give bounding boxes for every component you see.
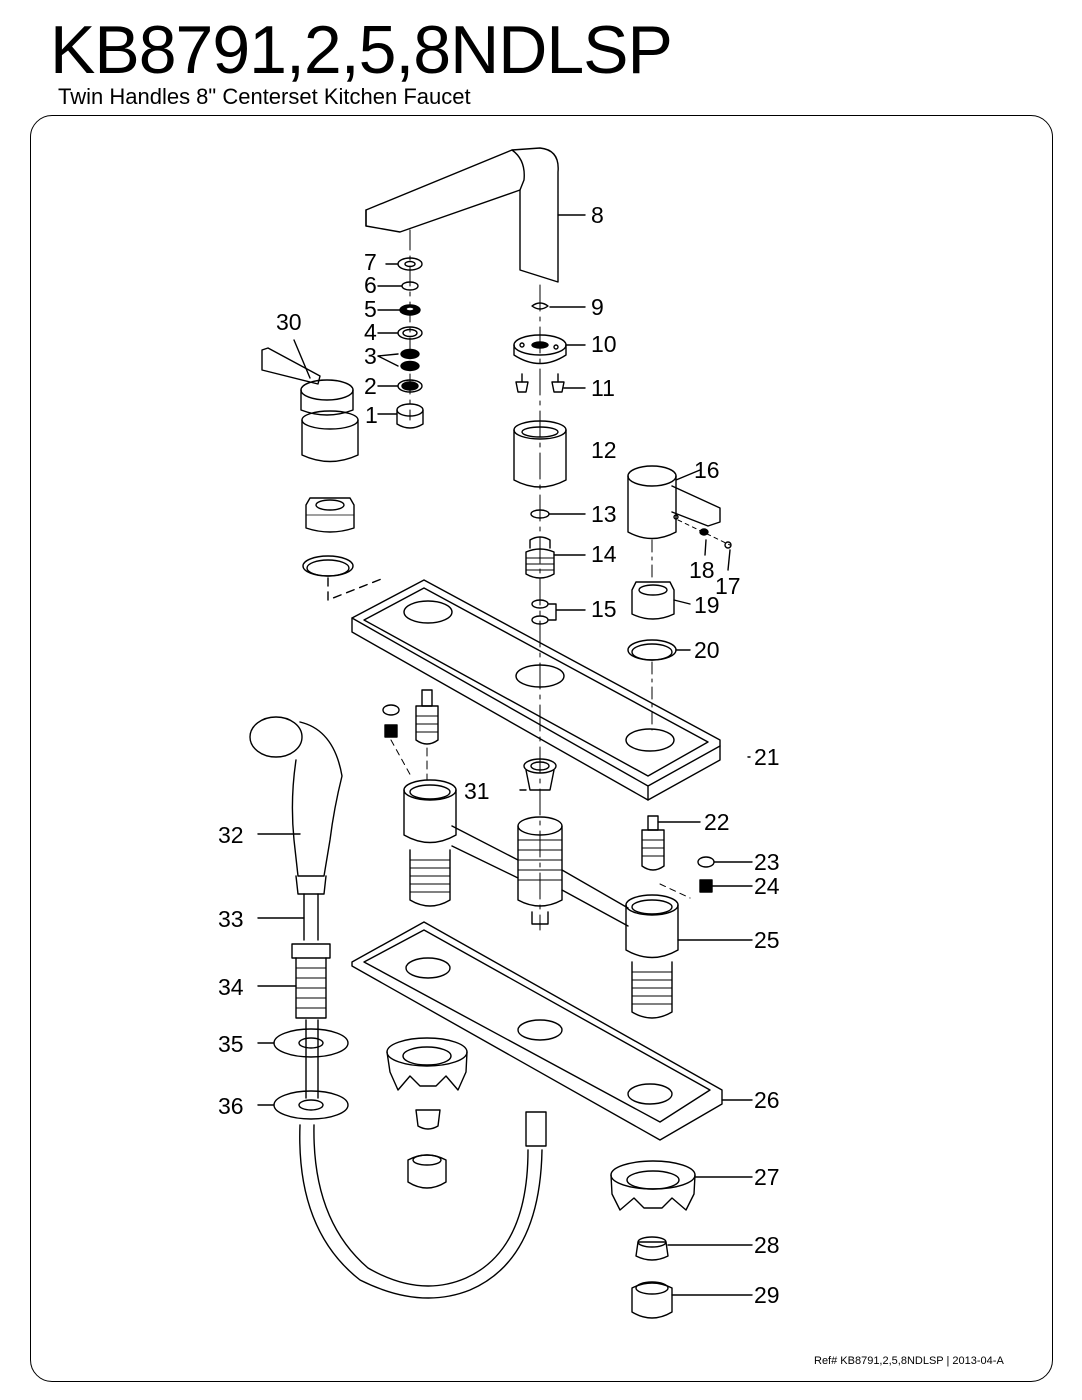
callout-20: 20: [694, 637, 720, 663]
callout-6: 6: [364, 272, 377, 298]
callout-7: 7: [364, 249, 377, 275]
callout-27: 27: [754, 1164, 780, 1190]
right-handle-part: [627, 465, 732, 731]
callout-31: 31: [464, 778, 490, 804]
callout-24: 24: [754, 873, 780, 899]
callout-12: 12: [591, 437, 617, 463]
product-subtitle: Twin Handles 8" Centerset Kitchen Faucet: [58, 84, 471, 109]
callout-11: 11: [591, 375, 615, 401]
callout-labels: 1 2 3 4 5 6 7 8 9 10 11 12 13 14 15 16 1…: [218, 202, 780, 1308]
spout-part: [365, 147, 586, 283]
callout-5: 5: [364, 296, 377, 322]
callout-8: 8: [591, 202, 604, 228]
right-mounting-nuts: [610, 1160, 753, 1319]
callout-36: 36: [218, 1093, 244, 1119]
callout-16: 16: [694, 457, 720, 483]
callout-4: 4: [364, 319, 377, 345]
aerator-stack: [377, 257, 424, 429]
callout-2: 2: [364, 373, 377, 399]
callout-35: 35: [218, 1031, 244, 1057]
callout-19: 19: [694, 592, 720, 618]
reference-note: Ref# KB8791,2,5,8NDLSP | 2013-04-A: [814, 1355, 1004, 1367]
callout-25: 25: [754, 927, 780, 953]
callout-17: 17: [715, 573, 741, 599]
callout-13: 13: [591, 501, 617, 527]
callout-22: 22: [704, 809, 730, 835]
callout-10: 10: [591, 331, 617, 357]
callout-32: 32: [218, 822, 244, 848]
callout-15: 15: [591, 596, 617, 622]
callout-29: 29: [754, 1282, 780, 1308]
callout-30: 30: [276, 309, 302, 335]
callout-28: 28: [754, 1232, 780, 1258]
callout-26: 26: [754, 1087, 780, 1113]
gasket-plate: [351, 921, 753, 1141]
top-deck-plate: [351, 579, 753, 801]
callout-3: 3: [364, 343, 377, 369]
right-cartridge: [641, 815, 753, 899]
callout-34: 34: [218, 974, 244, 1000]
callout-18: 18: [689, 557, 715, 583]
callout-14: 14: [591, 541, 617, 567]
callout-33: 33: [218, 906, 244, 932]
left-cartridge: [382, 689, 439, 781]
spout-base-assembly: [513, 302, 586, 625]
left-handle-part: [261, 339, 385, 601]
diverter-part: [519, 758, 557, 791]
model-number: KB8791,2,5,8NDLSP: [50, 12, 673, 88]
valve-body: [403, 779, 753, 1019]
diagram-frame: [30, 115, 1053, 1382]
callout-9: 9: [591, 294, 604, 320]
callout-21: 21: [754, 744, 780, 770]
callout-23: 23: [754, 849, 780, 875]
side-spray-assembly: [249, 716, 547, 1299]
left-mounting-nuts: [386, 1037, 468, 1189]
callout-1: 1: [365, 402, 378, 428]
